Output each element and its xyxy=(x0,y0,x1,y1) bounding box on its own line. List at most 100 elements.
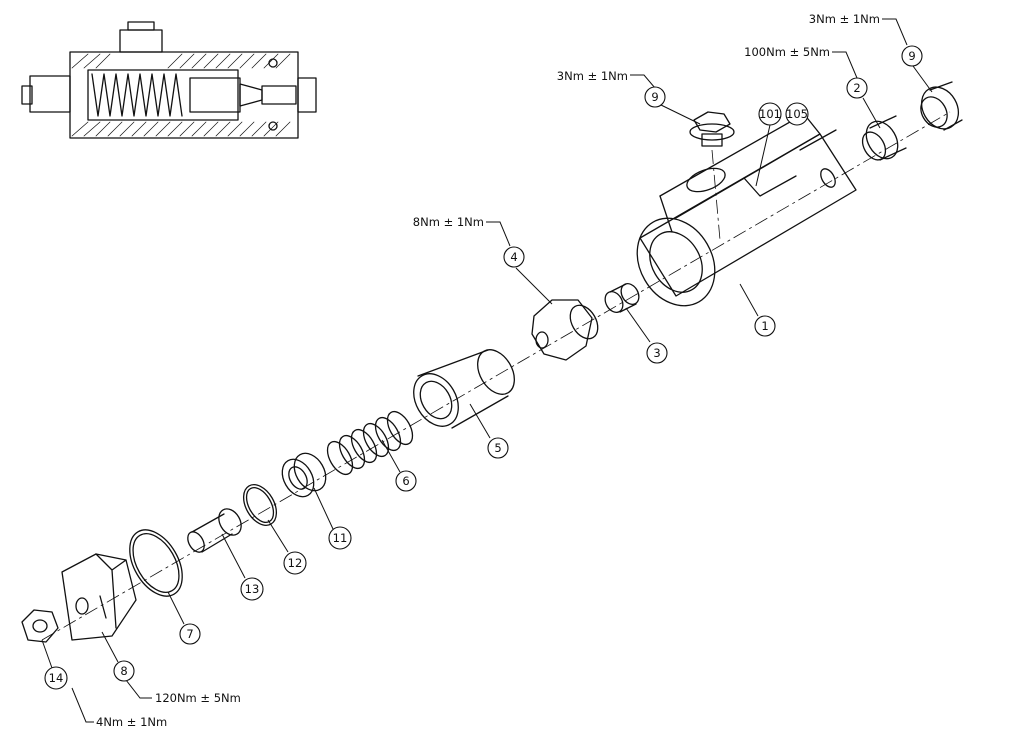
bushing-back xyxy=(620,283,640,305)
torque-label: 8Nm ± 1Nm xyxy=(413,215,484,229)
body-front-face xyxy=(636,217,716,307)
part-spring-6 xyxy=(326,410,414,476)
callout-number: 6 xyxy=(402,474,409,488)
callout-number: 3 xyxy=(653,346,660,360)
body-top-edge xyxy=(659,113,821,219)
washer-back xyxy=(293,452,327,492)
spring-coil-5 xyxy=(374,416,402,452)
callout-number: 105 xyxy=(786,107,808,121)
body-slot xyxy=(743,175,797,197)
body-edge-line xyxy=(799,129,837,151)
callout-number: 101 xyxy=(759,107,781,121)
callout-number: 12 xyxy=(288,556,303,570)
cartridge-thread xyxy=(569,304,599,340)
plug-hex-head xyxy=(693,111,731,133)
sleeve-bore xyxy=(419,380,453,420)
section-left-nut xyxy=(29,75,71,113)
part-nut-14 xyxy=(21,609,59,643)
body-bore xyxy=(649,231,703,293)
callout-balloon: 101 xyxy=(758,102,782,126)
section-right-cap xyxy=(297,77,317,113)
callout-balloon: 6 xyxy=(395,470,417,492)
part-body-1 xyxy=(636,113,857,307)
callout-number: 8 xyxy=(120,664,127,678)
body-step xyxy=(659,195,673,233)
callout-balloon: 7 xyxy=(179,623,201,645)
callout-balloons: 9 101 105 2 9 4 3 1 xyxy=(44,45,923,690)
end-plug-lines xyxy=(929,81,963,131)
endcap-hole xyxy=(75,597,89,615)
body-top-port xyxy=(686,167,726,193)
section-top-port xyxy=(119,29,163,53)
callout-number: 11 xyxy=(333,531,348,545)
callout-balloon: 11 xyxy=(328,526,352,550)
assembly-axis xyxy=(41,111,951,641)
section-spring xyxy=(91,73,183,117)
section-valve-seat xyxy=(239,83,263,107)
torque-label: 100Nm ± 5Nm xyxy=(744,45,830,59)
callout-number: 7 xyxy=(186,627,193,641)
section-seat-insert xyxy=(261,85,297,105)
cartridge-nose xyxy=(535,331,549,349)
callout-number: 2 xyxy=(853,81,860,95)
end-plug-inner xyxy=(920,96,948,128)
torque-label: 4Nm ± 1Nm xyxy=(96,715,167,729)
section-hole-bottom xyxy=(268,121,278,131)
washer-outer xyxy=(281,458,315,498)
part-bushing-3 xyxy=(604,283,640,313)
torque-label: 3Nm ± 1Nm xyxy=(809,12,880,26)
spring-coil-2 xyxy=(338,434,366,470)
body-side-face xyxy=(639,133,857,297)
cartridge-hex xyxy=(531,299,593,361)
callout-number: 4 xyxy=(510,250,517,264)
part-endcap-8 xyxy=(61,553,137,641)
part-poppet-13 xyxy=(187,508,242,553)
part-oring-12 xyxy=(242,484,278,526)
callout-number: 1 xyxy=(761,319,768,333)
spring-coil-4 xyxy=(362,422,390,458)
oring-large-inner xyxy=(132,533,180,593)
sleeve-front xyxy=(413,373,459,427)
end-plug-outer xyxy=(920,86,960,130)
callout-balloon: 105 xyxy=(785,102,809,126)
callout-balloon: 8 xyxy=(113,660,135,682)
part-cartridge-4 xyxy=(531,299,599,361)
callout-balloon: 1 xyxy=(754,315,776,337)
sleeve-body xyxy=(417,349,509,429)
part-oring-7 xyxy=(129,529,183,597)
section-body-outline xyxy=(69,51,299,139)
section-left-stud xyxy=(21,85,33,105)
section-inner-bore xyxy=(87,69,239,121)
spring-coil-1 xyxy=(326,440,354,476)
spring-coil-6 xyxy=(386,410,414,446)
part-sleeve-5 xyxy=(413,349,515,429)
section-hole-top xyxy=(268,58,278,68)
sleeve-back xyxy=(477,349,515,395)
endcap-body xyxy=(61,553,137,641)
part-seat-2 xyxy=(861,115,907,161)
poppet-front xyxy=(187,531,205,553)
part-plug-9-end xyxy=(920,81,963,131)
bushing-front xyxy=(604,291,624,313)
washer-inner xyxy=(288,466,308,490)
oring-large-outer xyxy=(129,529,183,597)
callout-balloon: 2 xyxy=(846,77,868,99)
poppet-collar xyxy=(218,508,242,536)
callout-number: 9 xyxy=(908,49,915,63)
callout-balloon: 12 xyxy=(283,551,307,575)
seat-body-lines xyxy=(869,115,907,161)
callout-balloon: 13 xyxy=(240,577,264,601)
callout-number: 9 xyxy=(651,90,658,104)
callout-balloon: 9 xyxy=(644,86,666,108)
nut-hex xyxy=(21,609,59,643)
oring-small-outer xyxy=(242,484,278,526)
endcap-slot xyxy=(99,595,107,619)
plug-flange xyxy=(689,123,735,141)
nut-hole xyxy=(32,619,48,633)
torque-label: 120Nm ± 5Nm xyxy=(155,691,241,705)
section-view xyxy=(21,21,317,139)
part-washer-11 xyxy=(281,452,327,498)
spring-coil-3 xyxy=(350,428,378,464)
plug-thread xyxy=(701,133,723,147)
seat-outer xyxy=(865,120,899,160)
